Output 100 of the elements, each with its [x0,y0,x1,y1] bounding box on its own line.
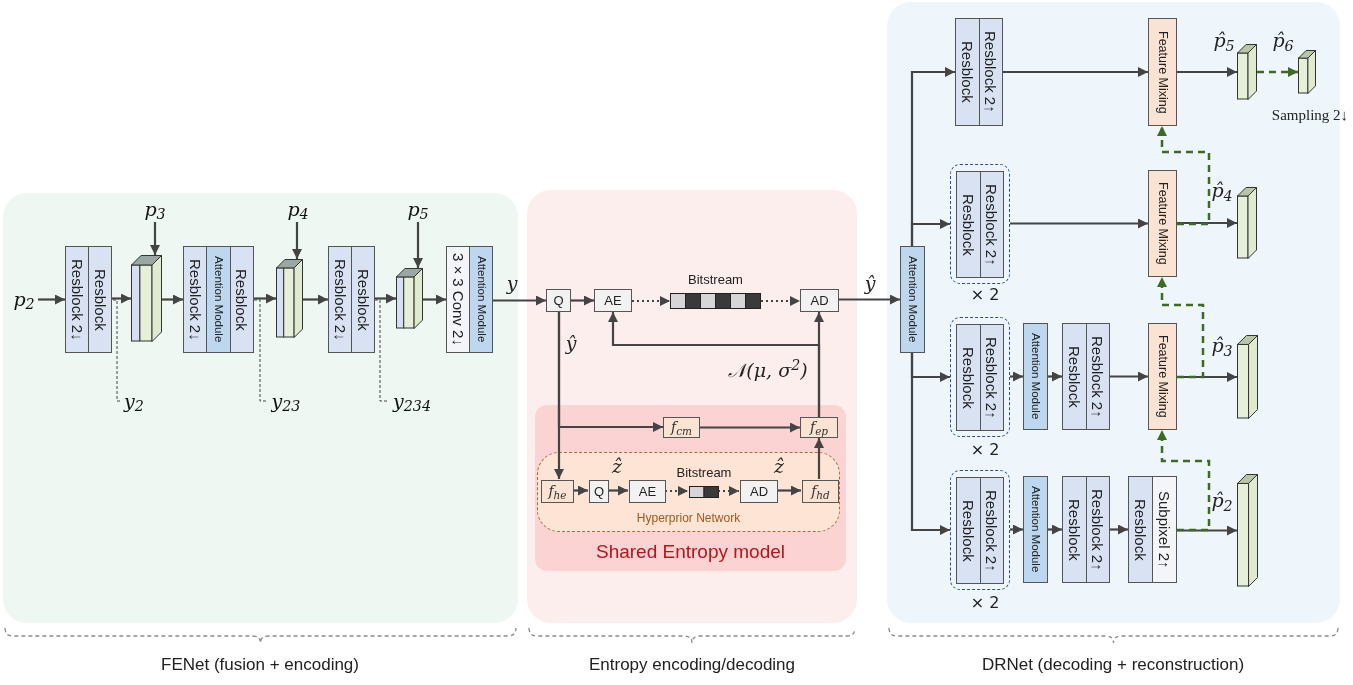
layer-column: Feature Mixing [1149,324,1176,429]
operation-box: AE [594,289,632,312]
math-symbol: y$_{2}$ [124,388,144,416]
bitstream-label: Bitstream [688,271,743,289]
repeat-group [950,470,1010,590]
edge-label: ŷ [565,331,577,354]
section-caption: DRNet (decoding + reconstruction) [981,655,1245,675]
feature-map-drawing [1298,50,1316,94]
repeat-group [950,164,1010,284]
layer-column: Resblock [1129,477,1152,582]
layer-column: Resblock 2↓ [329,247,351,352]
section-panel [527,190,857,623]
layer-column: Subpixel 2↑ [1152,477,1176,582]
arrow [303,294,328,305]
layer-column: Feature Mixing [1149,171,1176,276]
arrow [254,293,276,304]
arrow [1048,524,1062,535]
layer-column: Resblock [957,478,980,583]
function-box: f$_{he}$ [541,480,574,503]
arrow [150,222,160,255]
arrow [1010,524,1023,535]
math-symbol: y$_{234}$ [393,388,431,416]
math-symbol: p̂$_{3}$ [1211,333,1233,356]
arrow [1110,524,1128,535]
math-symbol: p$_{3}$ [144,196,166,224]
arrow [839,294,900,305]
math-symbol: p̂$_{6}$ [1272,28,1294,51]
panel-title: Shared Entropy model [595,539,786,564]
arrow [814,438,824,479]
layer-column: Resblock 2↑ [979,172,1003,277]
layer-block [183,246,254,353]
panel-title: Hyperprior Network [636,510,741,527]
arrow [162,294,183,305]
feature-map-drawing [1237,44,1257,100]
math-symbol: p$_{4}$ [287,196,309,224]
math-symbol: p$_{5}$ [407,196,429,224]
arrow [38,294,65,305]
arrow [665,486,688,496]
layer-column: Resblock 2↑ [979,478,1003,583]
repeat-count: × 2 [970,285,1000,304]
function-box: f$_{ep}$ [800,417,838,438]
layer-column: Resblock [1063,477,1086,582]
layer-column: Resblock 2↑ [1085,477,1109,582]
arrow [375,293,396,304]
layer-block [1062,323,1110,430]
layer-column: Feature Mixing [1149,19,1176,125]
arrow [608,485,628,496]
layer-column: Resblock [229,247,253,352]
repeat-count: × 2 [970,440,1000,459]
arrow [910,353,950,535]
arrow [608,312,821,417]
repeat-group [950,317,1010,437]
arrow [777,485,801,496]
layer-column: Resblock 2↓ [66,247,88,352]
layer-column: Resblock [351,247,374,352]
layer-block [956,324,1004,431]
section-caption: FENet (fusion + encoding) [161,655,359,675]
feature-map-drawing [1237,187,1257,259]
layer-block [955,18,1003,126]
layer-column: Resblock [957,172,980,277]
layer-block [328,246,375,353]
edge-label: y [506,271,518,294]
section-caption: Entropy encoding/decoding [589,655,795,675]
arrow [423,294,446,305]
arrow [718,486,739,496]
layer-column: Attention Module [469,247,492,352]
leader-line [374,299,388,402]
arrow [1177,525,1237,536]
layer-column: Resblock 2↑ [978,19,1002,125]
layer-column: Resblock [1063,324,1086,429]
feature-map-drawing [131,255,162,342]
arrow [1157,126,1211,226]
arrow [413,222,423,268]
layer-column: Resblock [88,247,111,352]
arrow [632,296,670,306]
arrow [1177,218,1237,228]
arrow [1010,218,1148,229]
arrow [554,312,564,479]
bitstream-bar-icon [670,293,761,309]
edge-label: Sampling 2↓ [1271,107,1349,123]
operation-box: AD [740,480,778,503]
arrow [1010,371,1023,382]
arrow [1110,371,1148,382]
repeat-count: × 2 [970,593,1000,612]
arrow [1048,371,1062,382]
arrow [700,422,800,433]
layer-block [446,246,493,353]
edge-label: ẑ [774,454,784,477]
layer-column: Resblock [956,19,979,125]
arrow [1177,67,1237,77]
layer-column: Attention Module [901,247,924,352]
layer-column: Resblock 2↑ [979,325,1003,430]
arrow [112,293,131,304]
math-symbol: p$_{2}$ [13,286,35,314]
feature-map-drawing [276,259,303,338]
layer-column: Attention Module [206,247,230,352]
operation-box: AD [800,289,839,312]
math-symbol: p̂$_{5}$ [1213,28,1235,51]
arrow [292,222,302,259]
layer-column: Attention Module [1024,324,1047,429]
